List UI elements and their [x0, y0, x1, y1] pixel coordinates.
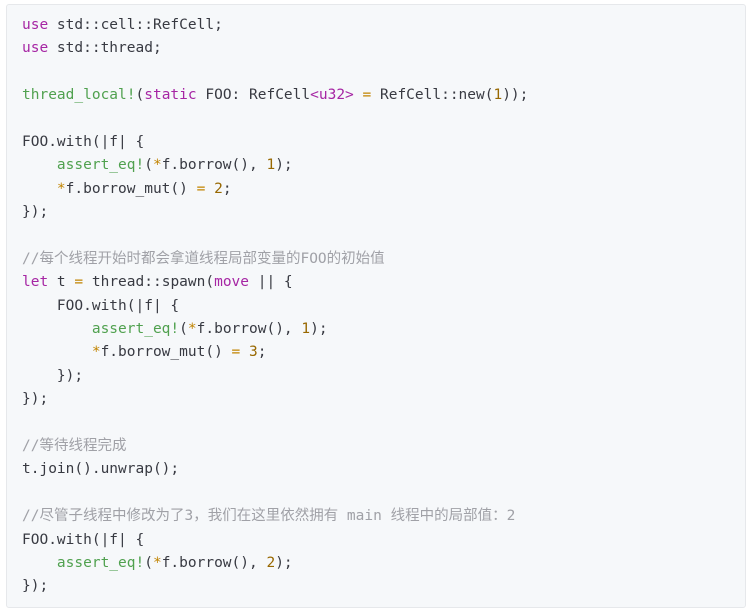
code-token	[22, 157, 57, 173]
code-block: use std::cell::RefCell;use std::thread;t…	[6, 4, 746, 608]
code-token: move	[214, 274, 250, 291]
code-line: //尽管子线程中修改为了3，我们在这里依然拥有 main 线程中的局部值：2	[22, 505, 745, 528]
code-token: });	[22, 367, 84, 384]
code-token: *	[152, 554, 162, 571]
code-line: assert_eq!(*f.borrow(), 1);	[22, 318, 745, 341]
code-token	[22, 344, 92, 360]
code-line	[22, 108, 745, 131]
code-token: ));	[502, 87, 529, 104]
code-line: assert_eq!(*f.borrow(), 1);	[22, 154, 745, 177]
code-token: //等待线程完成	[22, 438, 127, 455]
code-token: ;	[222, 180, 232, 197]
code-token: //尽管子线程中修改为了3，我们在这里依然拥有 main 线程中的局部值：2	[22, 508, 516, 525]
code-token: FOO.with(|f| {	[22, 297, 180, 314]
code-token: ;	[257, 344, 267, 361]
code-token	[22, 181, 57, 197]
code-token: //每个线程开始时都会拿道线程局部变量的FOO的初始值	[22, 250, 385, 267]
code-token: FOO.with(|f| {	[22, 133, 145, 150]
code-token: });	[22, 204, 49, 221]
code-token: || {	[249, 274, 293, 291]
code-token: std::thread;	[48, 40, 162, 57]
code-token: f.borrow_mut()	[100, 344, 232, 361]
code-token: use	[22, 40, 49, 57]
code-line: *f.borrow_mut() = 3;	[22, 341, 745, 364]
code-token: let	[22, 274, 49, 291]
code-token: (	[144, 157, 153, 174]
code-line: //等待线程完成	[22, 435, 745, 458]
code-token: f.borrow(),	[161, 554, 267, 571]
code-token: =	[362, 87, 372, 104]
code-token: =	[74, 274, 84, 291]
code-token: <u32>	[310, 87, 354, 104]
code-token: );	[310, 321, 328, 338]
code-line	[22, 61, 745, 84]
code-token: 1	[301, 321, 311, 338]
code-token: 3	[249, 344, 258, 361]
code-lines: use std::cell::RefCell;use std::thread;t…	[22, 14, 745, 599]
code-token: thread_local!	[22, 87, 136, 104]
code-token: assert_eq!	[56, 554, 145, 571]
code-token: use	[22, 17, 49, 33]
code-token: *	[187, 321, 197, 338]
code-token: });	[22, 578, 49, 595]
code-token	[22, 555, 57, 571]
code-token	[22, 321, 92, 337]
code-line: });	[22, 575, 745, 598]
code-line: assert_eq!(*f.borrow(), 2);	[22, 552, 745, 575]
code-line: use std::thread;	[22, 37, 745, 60]
code-line	[22, 225, 745, 248]
code-token: );	[275, 554, 293, 571]
code-token: 1	[493, 87, 503, 104]
code-token	[205, 181, 214, 197]
code-token: *	[152, 157, 162, 174]
code-token: *	[56, 180, 66, 197]
code-line: let t = thread::spawn(move || {	[22, 271, 745, 294]
code-line	[22, 412, 745, 435]
code-token: 1	[266, 157, 276, 174]
code-token: (	[179, 321, 188, 338]
code-token: RefCell::new(	[371, 87, 494, 104]
code-token: t	[48, 274, 75, 291]
code-token: });	[22, 391, 49, 408]
code-token: 2	[214, 180, 223, 197]
code-line: FOO.with(|f| {	[22, 295, 745, 318]
code-token: FOO.with(|f| {	[22, 531, 145, 548]
code-token: t.join().unwrap();	[22, 461, 180, 478]
code-line: t.join().unwrap();	[22, 458, 745, 481]
code-token: =	[231, 344, 241, 361]
code-line: thread_local!(static FOO: RefCell<u32> =…	[22, 84, 745, 107]
code-token: thread::spawn(	[83, 274, 215, 291]
code-token: f.borrow(),	[161, 157, 267, 174]
code-line: FOO.with(|f| {	[22, 131, 745, 154]
code-token: );	[275, 157, 293, 174]
code-token: static	[144, 87, 197, 104]
code-line: *f.borrow_mut() = 2;	[22, 178, 745, 201]
code-token: f.borrow_mut()	[65, 180, 197, 197]
code-token: (	[144, 554, 153, 571]
code-token: *	[91, 344, 101, 361]
code-token: =	[196, 180, 206, 197]
code-token: assert_eq!	[91, 321, 180, 338]
code-token: f.borrow(),	[196, 321, 302, 338]
code-line: //每个线程开始时都会拿道线程局部变量的FOO的初始值	[22, 248, 745, 271]
code-line: });	[22, 201, 745, 224]
code-token	[354, 87, 363, 103]
code-line: use std::cell::RefCell;	[22, 14, 745, 37]
code-line	[22, 482, 745, 505]
code-token: (	[135, 87, 145, 104]
code-token: 2	[266, 554, 276, 571]
code-token: std::cell::RefCell;	[48, 17, 223, 33]
code-token	[240, 344, 249, 360]
code-token: FOO: RefCell	[196, 87, 311, 104]
code-token: assert_eq!	[56, 157, 145, 174]
code-line: FOO.with(|f| {	[22, 529, 745, 552]
code-line: });	[22, 388, 745, 411]
code-line: });	[22, 365, 745, 388]
